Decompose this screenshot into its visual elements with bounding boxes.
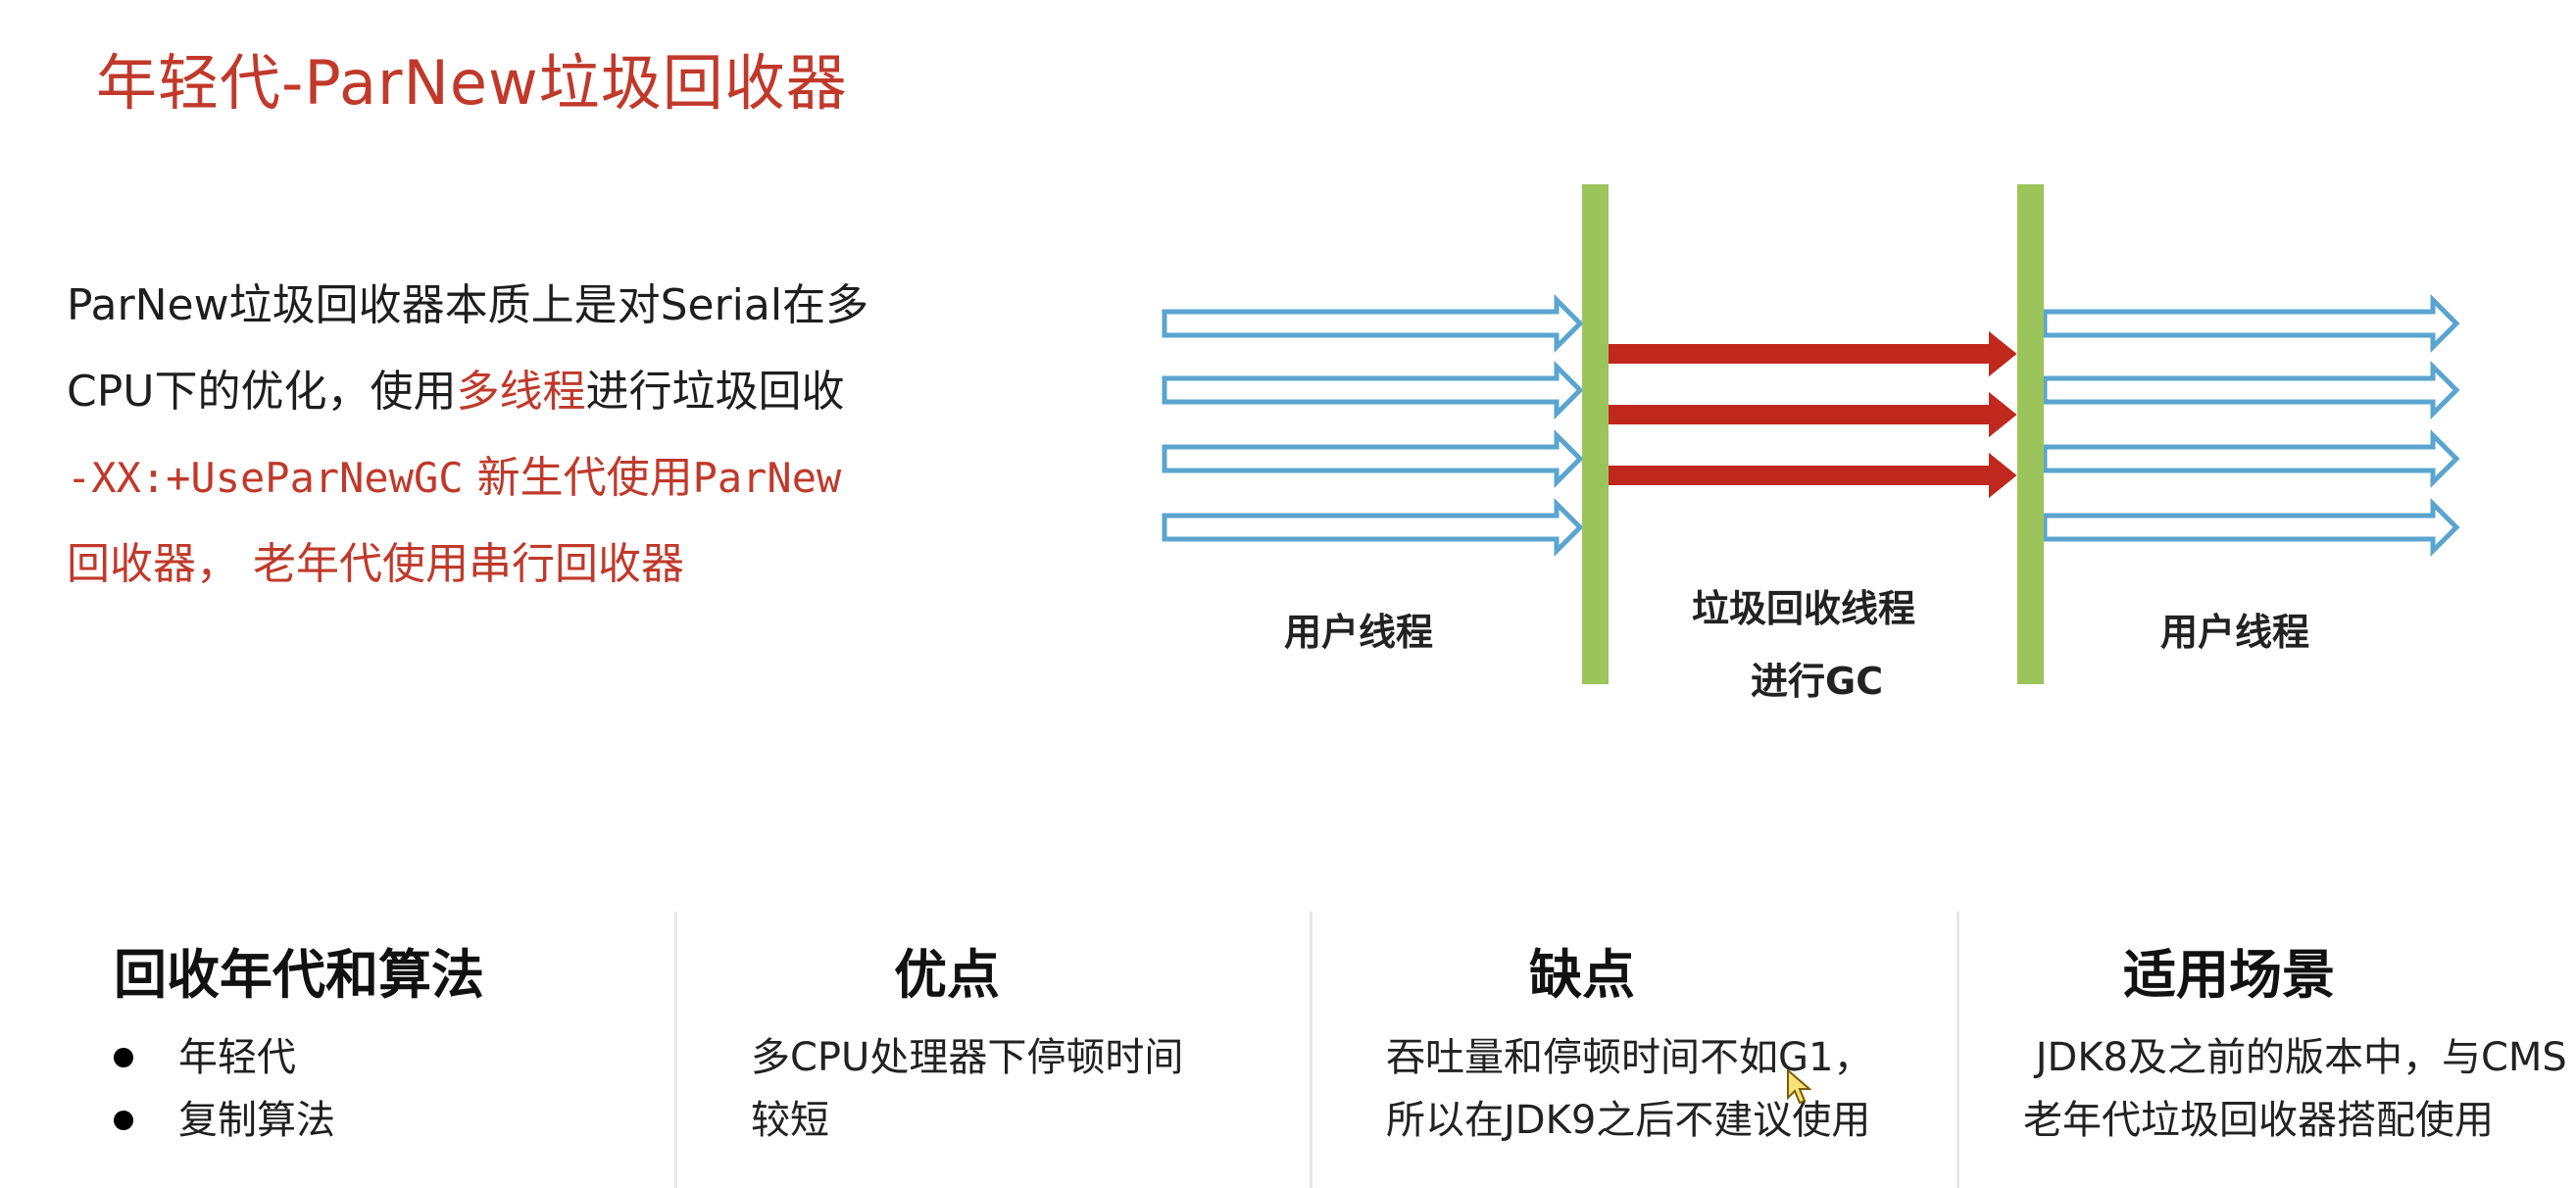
gc-thread-arrow	[1607, 452, 2017, 499]
bullet-list: 年轻代 复制算法	[114, 1026, 484, 1152]
gc-thread-diagram: 用户线程 垃圾回收线程 进行GC 用户线程	[1162, 184, 2460, 703]
right-user-thread-arrows	[2042, 293, 2460, 558]
user-thread-arrow	[2042, 360, 2460, 421]
column-title-cons: 缺点	[1529, 944, 1635, 1006]
column-title-usage: 适用场景	[2123, 944, 2335, 1006]
right-user-thread-label: 用户线程	[2160, 611, 2310, 654]
user-thread-arrow	[2042, 497, 2460, 558]
left-user-thread-arrows	[1162, 293, 1584, 558]
description-line-1: ParNew垃圾回收器本质上是对Serial在多	[67, 280, 869, 330]
gc-thread-arrows	[1607, 330, 2017, 499]
gc-thread-arrow	[1607, 330, 2017, 377]
safepoint-barrier-left	[1582, 184, 1609, 684]
user-thread-arrow	[2042, 428, 2460, 489]
usage-line: JDK8及之前的版本中，与CMS	[2023, 1035, 2567, 1080]
column-divider	[1957, 912, 1959, 1188]
description-highlight-multithread: 多线程	[456, 367, 586, 417]
column-pros: 优点 多CPU处理器下停顿时间 较短	[751, 931, 1300, 1152]
column-divider	[674, 912, 677, 1188]
description-line-4: 回收器， 老年代使用串行回收器	[67, 539, 684, 589]
user-thread-arrow	[1162, 360, 1584, 421]
user-thread-arrow	[1162, 293, 1584, 354]
safepoint-barrier-right	[2017, 184, 2044, 684]
pros-line: 较短	[751, 1098, 829, 1143]
jvm-flag-code: -XX:+UseParNewGC	[67, 454, 464, 502]
user-thread-arrow	[2042, 293, 2460, 354]
cons-line: 所以在JDK9之后不建议使用	[1386, 1098, 1871, 1143]
description-line-3: -XX:+UseParNewGC 新生代使用ParNew	[67, 435, 1027, 521]
bullet-text: 年轻代	[178, 1035, 296, 1080]
column-generation-algorithm: 回收年代和算法 年轻代 复制算法	[114, 931, 484, 1152]
column-title-pros: 优点	[894, 944, 1000, 1006]
list-item: 复制算法	[114, 1089, 484, 1152]
description-line-2-post: 进行垃圾回收	[585, 367, 845, 417]
usage-line: 老年代垃圾回收器搭配使用	[2023, 1098, 2494, 1143]
mouse-pointer-icon	[1787, 1068, 1811, 1105]
user-thread-arrow	[1162, 497, 1584, 558]
collector-name-code: ParNew	[692, 454, 842, 502]
column-usage: 适用场景 JDK8及之前的版本中，与CMS 老年代垃圾回收器搭配使用	[2023, 931, 2572, 1152]
user-thread-arrow	[1162, 428, 1584, 489]
column-divider	[1310, 912, 1313, 1188]
description-line-2: CPU下的优化，使用多线程进行垃圾回收	[67, 349, 1027, 435]
page-title: 年轻代-ParNew垃圾回收器	[96, 47, 848, 119]
cons-line: 吞吐量和停顿时间不如G1，	[1386, 1035, 1873, 1080]
bullet-icon	[114, 1111, 133, 1130]
gc-thread-sublabel: 进行GC	[1751, 660, 1884, 703]
bullet-icon	[114, 1048, 133, 1067]
left-user-thread-label: 用户线程	[1284, 611, 1434, 654]
gc-thread-label: 垃圾回收线程	[1692, 587, 1916, 630]
description: ParNew垃圾回收器本质上是对Serial在多 CPU下的优化，使用多线程进行…	[67, 263, 1027, 608]
diagram-canvas	[1162, 184, 2460, 684]
pros-line: 多CPU处理器下停顿时间	[751, 1035, 1184, 1080]
gc-thread-arrow	[1607, 391, 2017, 438]
description-line-2-pre: CPU下的优化，使用	[67, 367, 457, 417]
column-title-generation-algorithm: 回收年代和算法	[114, 944, 484, 1006]
column-cons: 缺点 吞吐量和停顿时间不如G1， 所以在JDK9之后不建议使用	[1386, 931, 1935, 1152]
description-line-3-text: 新生代使用	[463, 453, 693, 503]
bullet-text: 复制算法	[178, 1098, 335, 1143]
list-item: 年轻代	[114, 1026, 484, 1089]
